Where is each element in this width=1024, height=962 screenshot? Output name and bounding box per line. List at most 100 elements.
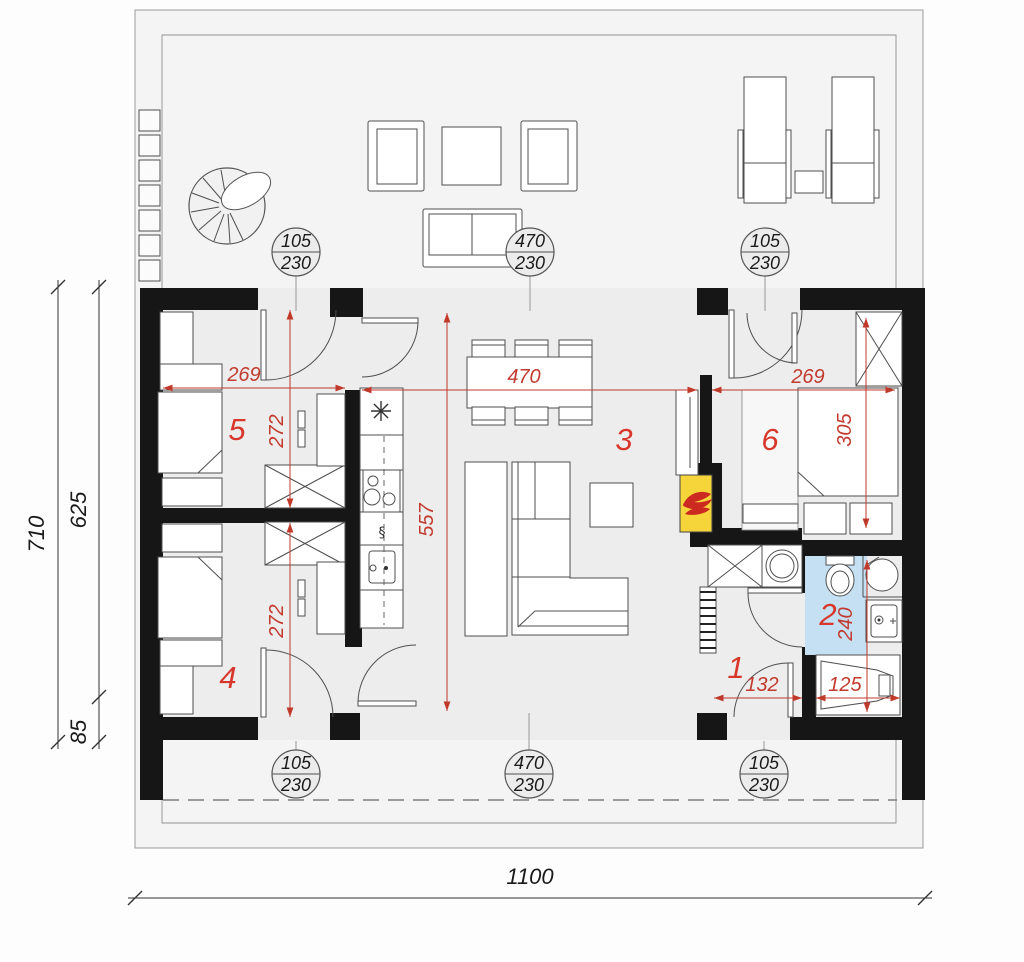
dresser [159,363,223,391]
nightstand [161,523,223,553]
gas-symbol-icon: § [379,525,386,541]
svg-text:470: 470 [507,366,540,388]
svg-text:105: 105 [281,231,312,251]
kitchen-sink [368,550,396,584]
dim-room4-depth: 272 [266,523,294,717]
svg-text:132: 132 [745,674,778,696]
kitchen-counter: § [359,387,404,629]
door-room4-terrace [260,647,334,718]
dim-total-width: 1100 [127,864,933,906]
wardrobe [264,464,346,509]
svg-text:230: 230 [280,253,311,273]
sun-lounger [737,76,792,204]
door-bathroom [747,587,803,648]
door-living-terrace [728,309,803,379]
svg-text:470: 470 [515,231,545,251]
dim-living-depth: 557 [416,313,451,711]
tv-sideboard [675,389,699,476]
dresser [159,639,223,667]
terrace-top [138,76,880,282]
dim-tub-width: 125 [816,674,900,702]
bed [157,391,223,474]
terrace-coffee-table [441,126,502,186]
bench [742,503,799,524]
walls [140,288,925,800]
svg-text:105: 105 [749,753,780,773]
svg-text:470: 470 [514,753,544,773]
svg-text:85: 85 [66,719,91,744]
doors [260,309,803,718]
room-label-2: 2 [818,597,836,632]
dim-room5-depth: 272 [266,310,294,508]
dim-room6-depth: 305 [834,318,870,528]
sun-lounger [825,76,880,204]
chair [297,410,306,429]
bed [157,556,223,639]
ladder [138,109,161,282]
bed [797,387,899,497]
room-label-6: 6 [761,422,779,457]
cooktop [362,469,401,513]
desk [316,393,346,467]
radiator [699,586,717,654]
dim-total-depth: 710 [24,279,66,750]
flame-icon [685,507,710,515]
svg-text:305: 305 [834,412,856,446]
interior-dimensions: 269 470 269 272 272 557 305 240 [163,310,900,717]
toilet [825,555,855,597]
room-label-1: 1 [727,650,744,685]
wardrobe [264,521,346,566]
dim-split-depth: 625 85 [66,279,107,750]
svg-text:272: 272 [266,604,288,638]
overall-dimensions: 710 625 85 1100 [24,279,933,906]
svg-text:625: 625 [66,491,91,528]
dim-bath-depth: 240 [835,560,871,712]
desk [316,561,346,635]
svg-text:230: 230 [514,253,545,273]
dining-chair [471,406,593,426]
terrace-armchair [520,120,578,192]
kitchen-wall [345,390,362,647]
round-washbasin [865,556,899,592]
dim-living-width: 470 [362,366,697,394]
nightstand [161,477,223,507]
wardrobe [855,311,903,387]
fireplace [679,474,713,533]
spiral-staircase [188,167,272,245]
coffee-table [589,482,634,528]
entrance-door [733,662,794,718]
bathroom [805,555,903,716]
svg-text:269: 269 [226,364,260,386]
flame-icon [683,491,712,510]
door-room4 [357,644,417,707]
cabinet [159,311,194,365]
washing-machine-icon [765,549,799,583]
dim-hall-width: 132 [714,674,802,702]
svg-text:105: 105 [750,231,781,251]
hall-closet-washer [707,544,803,588]
corner-sofa [511,461,629,636]
room-labels: 5 4 3 6 1 2 [219,412,836,695]
vanity-sink [865,599,903,643]
room4-furniture [157,521,346,715]
terrace-armchair [367,120,425,192]
door-room6 [746,312,798,364]
nightstand [803,502,847,535]
svg-text:125: 125 [828,674,862,696]
cabinet [159,665,194,715]
svg-text:230: 230 [513,775,544,795]
svg-text:240: 240 [835,607,857,641]
svg-text:710: 710 [24,515,49,552]
chair [297,579,306,598]
dim-room5-width: 269 [163,364,345,392]
svg-text:272: 272 [266,414,288,448]
